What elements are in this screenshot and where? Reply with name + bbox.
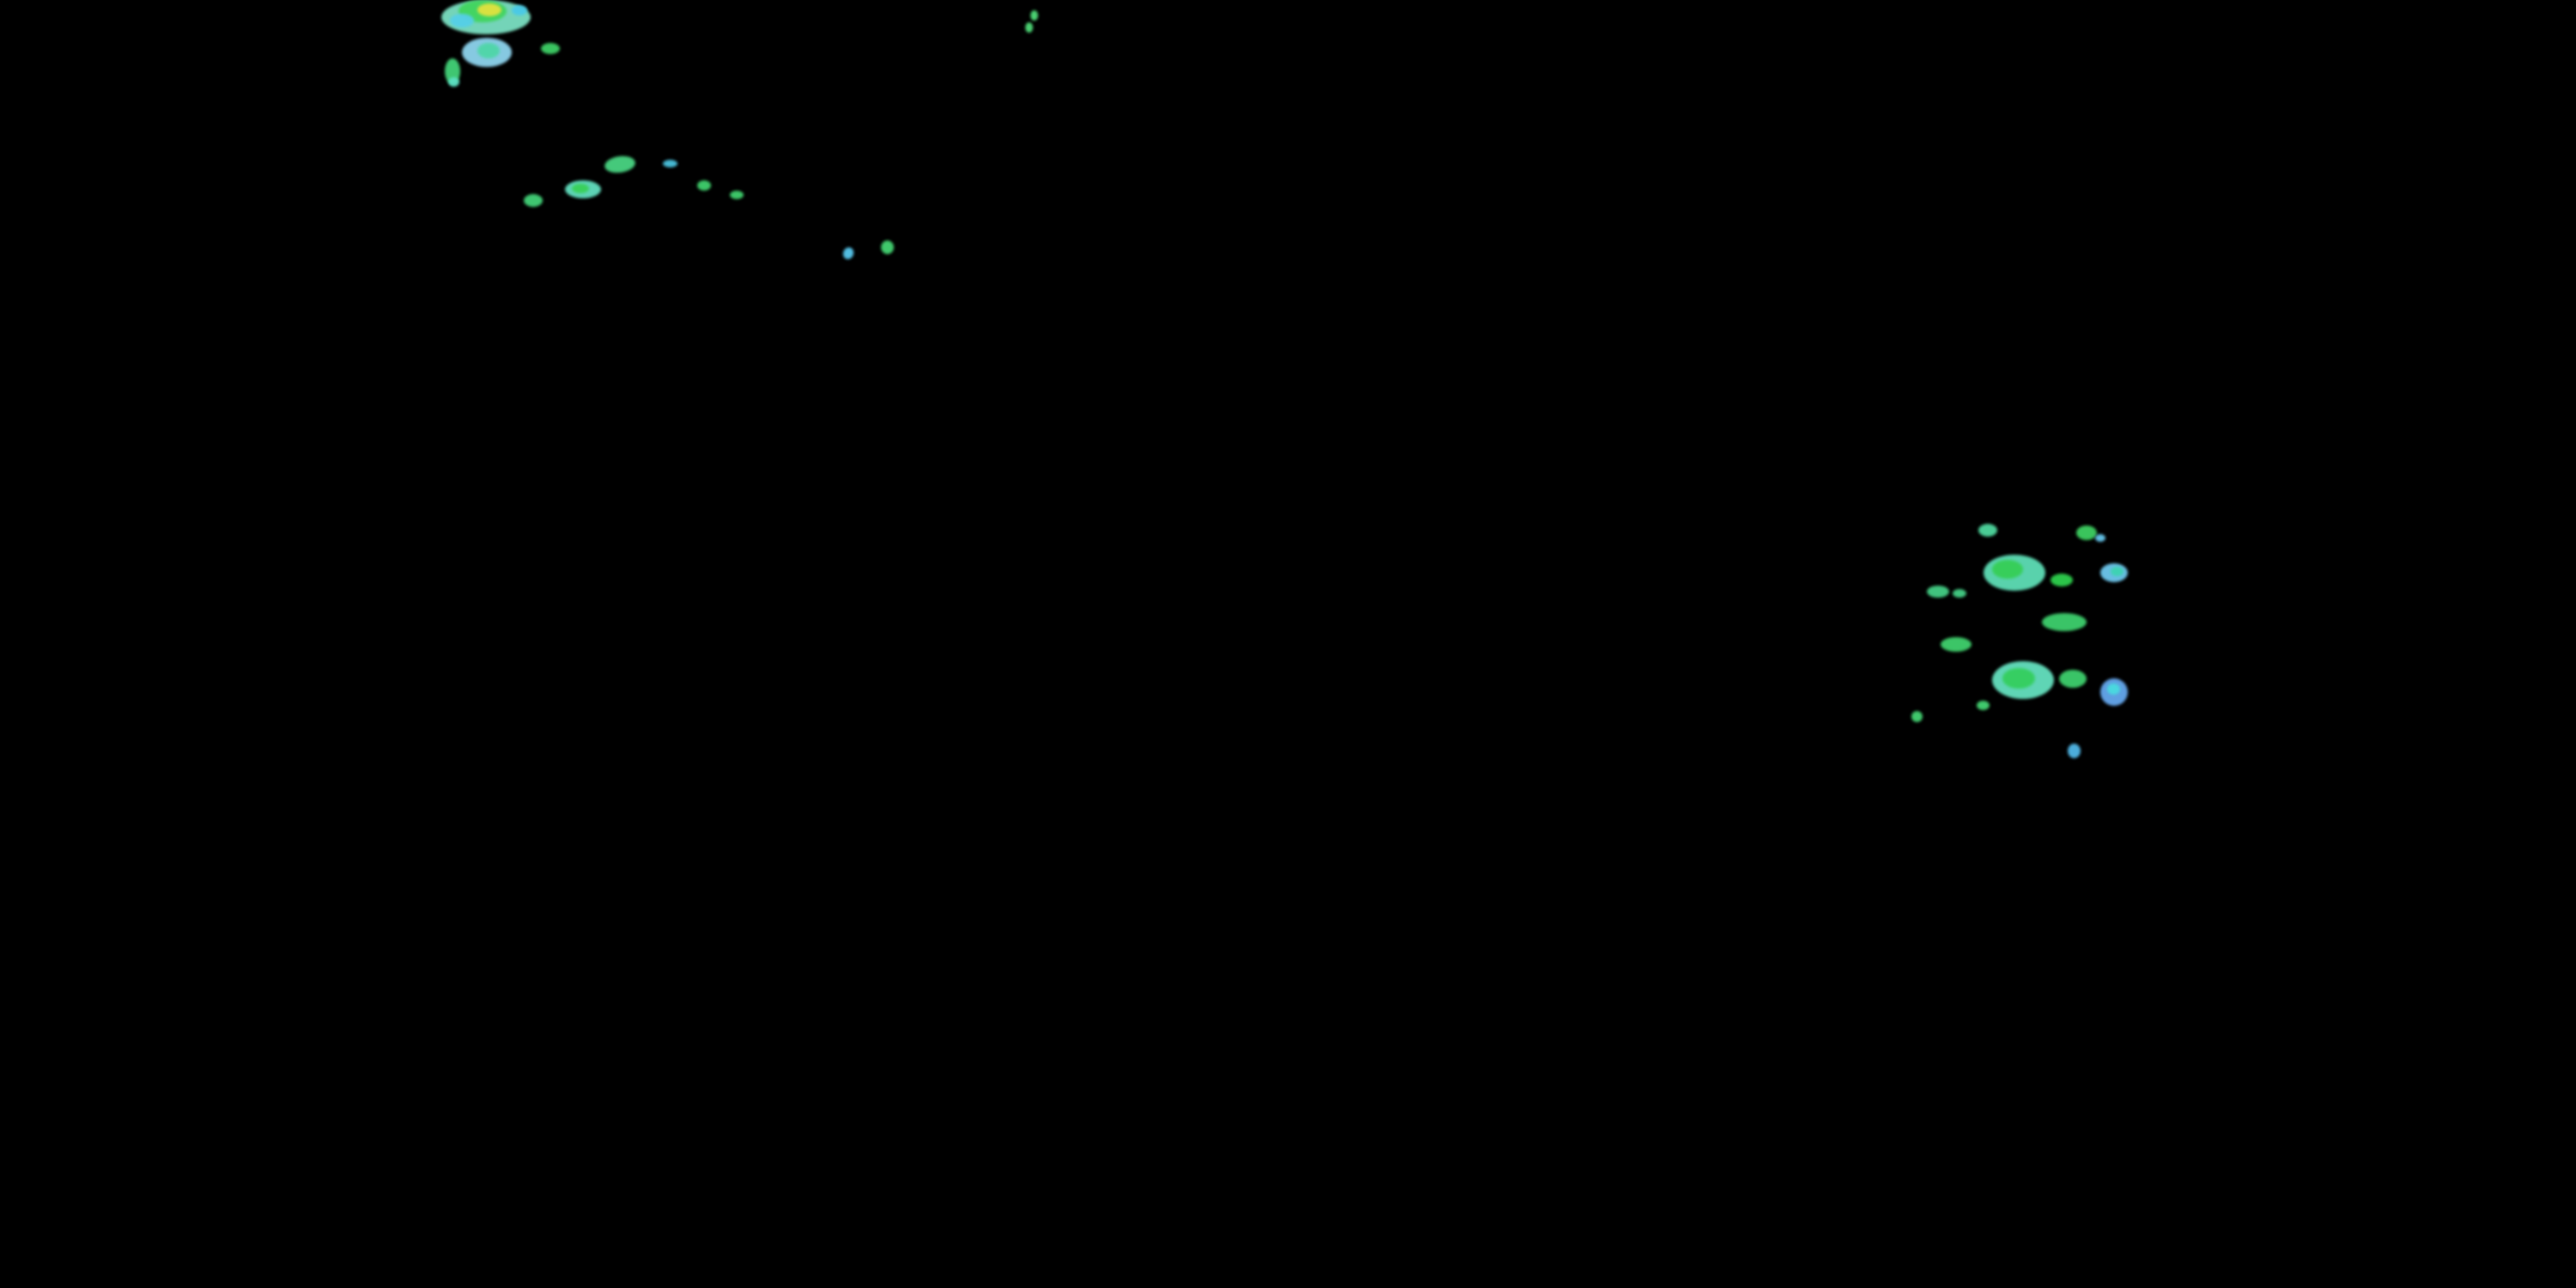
radar-echo bbox=[603, 154, 637, 175]
radar-echo bbox=[2002, 668, 2035, 689]
radar-echo bbox=[2068, 744, 2081, 758]
radar-echo bbox=[663, 160, 677, 167]
radar-echo bbox=[477, 43, 500, 58]
radar-echo bbox=[1030, 10, 1038, 21]
radar-echo bbox=[2076, 526, 2097, 540]
radar-echo bbox=[1953, 589, 1966, 598]
radar-echo bbox=[541, 43, 560, 54]
radar-echo bbox=[730, 191, 744, 199]
radar-echo bbox=[841, 246, 856, 261]
radar-echo bbox=[2095, 534, 2105, 542]
radar-echo bbox=[450, 14, 474, 27]
radar-echo bbox=[1927, 586, 1949, 598]
radar-echo bbox=[1941, 637, 1971, 652]
radar-echo bbox=[1978, 524, 1997, 537]
radar-echo bbox=[524, 194, 543, 207]
radar-echo bbox=[697, 180, 711, 191]
radar-echo bbox=[2042, 613, 2087, 631]
radar-echo bbox=[2059, 670, 2087, 688]
radar-echo bbox=[1025, 22, 1033, 33]
radar-echo bbox=[1992, 560, 2023, 579]
radar-echo bbox=[512, 5, 527, 15]
radar-echo bbox=[2050, 574, 2073, 586]
radar-echo bbox=[477, 3, 501, 16]
radar-echo bbox=[881, 240, 894, 254]
radar-echo bbox=[572, 184, 589, 193]
radar-echo bbox=[1977, 701, 1990, 710]
radar-echo bbox=[2107, 683, 2120, 695]
radar-echo bbox=[448, 77, 459, 87]
radar-echo bbox=[1911, 711, 1923, 722]
radar-echo bbox=[2111, 567, 2123, 576]
